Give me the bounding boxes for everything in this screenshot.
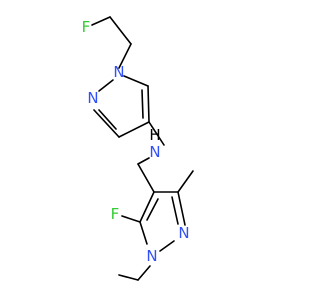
bond-ethyl — [118, 274, 139, 281]
bond-c5b-f — [121, 215, 141, 223]
bond-nh-ch2 — [137, 157, 150, 165]
atom-n1-top: N — [113, 63, 124, 81]
bond-c3b-methyl — [177, 170, 194, 193]
bonds — [91, 16, 194, 281]
bond-c4-nh — [148, 121, 165, 146]
bond-c5b-c4b-double — [146, 198, 159, 221]
bond-c3b-nb2 — [177, 191, 186, 226]
atom-h-amine: H — [149, 126, 160, 144]
bond-c3-n2-double — [98, 109, 117, 130]
bond-f-ch2 — [91, 16, 111, 26]
bond-ch2-n1 — [118, 43, 132, 69]
bond-c4-c3 — [118, 121, 150, 138]
bond-c5-c4-double — [141, 89, 144, 119]
molecule-structure-diagram: F N N N H N N F — [82, 16, 194, 281]
atom-n2-top: N — [87, 89, 98, 107]
bond-c5b-c4b — [139, 191, 155, 223]
atom-f-bottom: F — [111, 205, 120, 223]
atom-n-bottom-right: N — [178, 224, 189, 242]
bond-nb1-ch2 — [137, 265, 151, 281]
bond-c5-c4 — [147, 85, 150, 123]
bond-nb2-nb1 — [159, 240, 175, 252]
molecule-svg: F N N N H N N F — [82, 16, 194, 281]
bond-c3b-nb2-double — [171, 196, 179, 225]
atom-nh-amine: N — [149, 143, 160, 161]
bond-n2-n1 — [98, 79, 114, 92]
atom-f-top: F — [82, 18, 91, 36]
atom-labels: F N N N H N N F — [82, 18, 190, 265]
bond-nb1-c5b — [139, 221, 148, 245]
bond-ch2-ch2 — [109, 16, 132, 45]
atom-n-bottom: N — [146, 247, 157, 265]
bond-c3-n2 — [93, 109, 120, 138]
bond-ch2-c4b — [137, 163, 155, 193]
bond-n1-c5 — [123, 75, 149, 87]
